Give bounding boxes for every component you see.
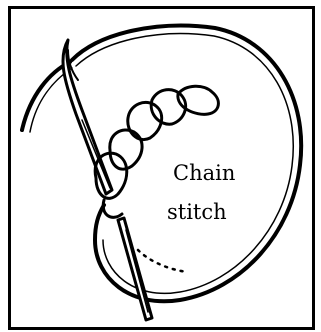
needle-lower-shaft	[126, 230, 148, 312]
caption-line-1: Chain	[173, 163, 235, 184]
dotted-stitch-path	[138, 250, 188, 272]
thread-lower	[103, 200, 122, 217]
needle-lower-icon	[118, 218, 152, 320]
caption-line-2: stitch	[167, 202, 227, 223]
chain-loop	[128, 102, 162, 139]
